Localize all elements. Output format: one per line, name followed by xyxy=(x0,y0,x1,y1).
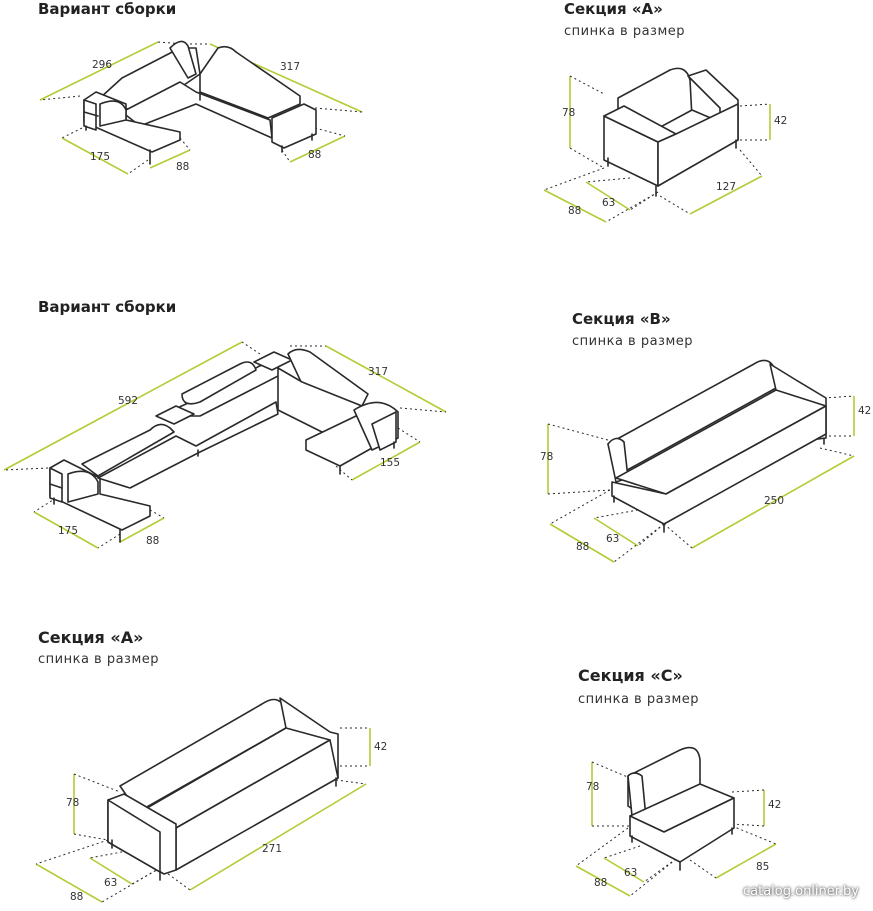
dim-label: 88 xyxy=(70,891,83,903)
dim-label: 317 xyxy=(280,61,300,73)
panel-subtitle: спинка в размер xyxy=(578,692,700,707)
dim-label: 296 xyxy=(92,59,112,71)
sofa-section-b-drawing: 42 78 250 88 63 xyxy=(540,359,871,563)
sofa-drawing-assembly-2: 592 317 175 88 155 xyxy=(3,341,447,549)
panel-title: Вариант сборки xyxy=(38,298,177,316)
dim-label: 127 xyxy=(716,181,736,193)
panel-section-a-sofa: Секция «А» спинка в размер 42 78 xyxy=(0,628,470,911)
dim-label: 271 xyxy=(262,843,282,855)
dim-label: 88 xyxy=(308,149,321,161)
panel-title: Секция «В» xyxy=(572,310,671,328)
dim-label: 88 xyxy=(146,535,159,547)
dim-label: 42 xyxy=(774,115,787,127)
dim-label: 63 xyxy=(602,197,615,209)
dim-label: 88 xyxy=(594,877,607,889)
dim-label: 42 xyxy=(768,799,781,811)
armchair-drawing: 78 42 88 63 127 xyxy=(543,67,787,223)
dim-label: 155 xyxy=(380,457,400,469)
dim-label: 592 xyxy=(118,395,138,407)
panel-title: Вариант сборки xyxy=(38,0,177,18)
panel-subtitle: спинка в размер xyxy=(564,24,686,39)
dim-label: 42 xyxy=(374,741,387,753)
panel-section-b: Секция «В» спинка в размер 42 78 250 xyxy=(520,310,873,600)
dim-label: 88 xyxy=(176,161,189,173)
panel-section-c: Секция «С» спинка в размер 78 42 85 88 6 xyxy=(520,666,873,911)
dim-label: 175 xyxy=(90,151,110,163)
dim-label: 42 xyxy=(858,405,871,417)
panel-title: Секция «А» xyxy=(564,0,663,18)
dim-label: 317 xyxy=(368,366,388,378)
dim-label: 85 xyxy=(756,861,769,873)
dim-label: 78 xyxy=(66,797,79,809)
panel-assembly-2: Вариант сборки xyxy=(0,298,460,598)
dim-label: 88 xyxy=(576,541,589,553)
dim-label: 63 xyxy=(104,877,117,889)
dim-label: 250 xyxy=(764,495,784,507)
panel-subtitle: спинка в размер xyxy=(572,334,694,349)
watermark: catalog.onliner.by xyxy=(742,884,859,899)
sofa-drawing-assembly-1: 296 317 175 88 88 xyxy=(39,40,363,175)
dim-label: 78 xyxy=(586,781,599,793)
panel-assembly-1: Вариант сборки 296 317 17 xyxy=(0,0,430,270)
sofa-section-a-drawing: 42 78 271 88 63 xyxy=(35,697,387,903)
dim-label: 63 xyxy=(624,867,637,879)
panel-title: Секция «С» xyxy=(578,666,683,685)
dim-label: 63 xyxy=(606,533,619,545)
dim-label: 78 xyxy=(562,107,575,119)
dim-label: 78 xyxy=(540,451,553,463)
panel-section-a-armchair: Секция «А» спинка в размер 78 42 88 63 xyxy=(520,0,873,270)
panel-subtitle: спинка в размер xyxy=(38,652,160,667)
dim-label: 175 xyxy=(58,525,78,537)
armless-chair-drawing: 78 42 85 88 63 xyxy=(575,746,781,897)
panel-title: Секция «А» xyxy=(38,628,144,647)
dim-label: 88 xyxy=(568,205,581,217)
